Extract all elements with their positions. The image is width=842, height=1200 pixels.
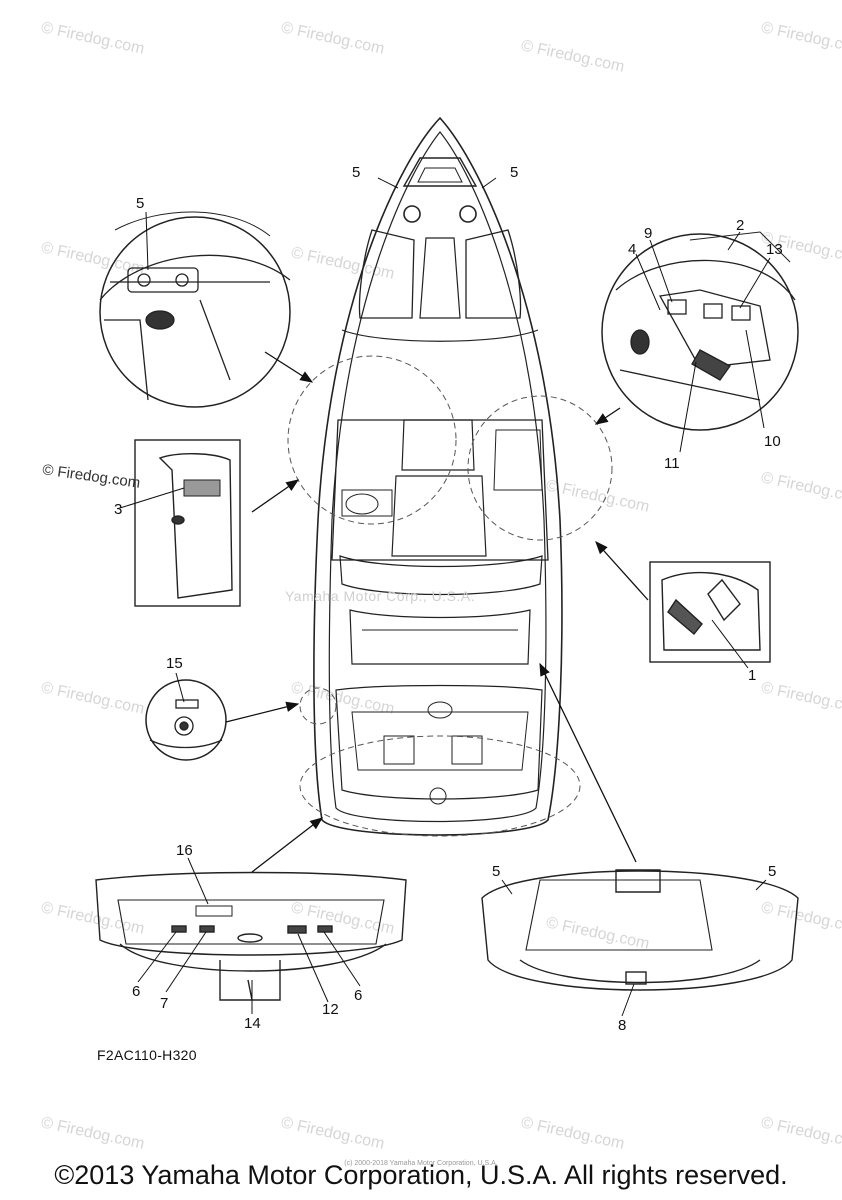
callout-5-stern-left: 5 — [492, 863, 501, 880]
callout-7: 7 — [160, 995, 169, 1012]
callout-5-bow-left: 5 — [352, 164, 361, 181]
callout-13: 13 — [766, 241, 783, 258]
inset-stern-storage — [481, 869, 799, 991]
callout-5-stern-right: 5 — [768, 863, 777, 880]
callout-4: 4 — [628, 241, 637, 258]
callout-9: 9 — [644, 225, 653, 242]
center-watermark: Yamaha Motor Corp., U.S.A. — [285, 588, 476, 604]
hull-top-view — [313, 116, 563, 836]
callout-5-console: 5 — [136, 195, 145, 212]
callout-15: 15 — [166, 655, 183, 672]
callout-10: 10 — [764, 433, 781, 450]
inset-console — [99, 211, 291, 408]
callout-16: 16 — [176, 842, 193, 859]
callout-6-left: 6 — [132, 983, 141, 1000]
callout-6-right: 6 — [354, 987, 363, 1004]
callout-3: 3 — [114, 501, 123, 518]
callout-11: 11 — [664, 455, 680, 472]
inset-panel — [134, 439, 241, 607]
callout-12: 12 — [322, 1001, 339, 1018]
callout-8: 8 — [618, 1017, 627, 1034]
inset-transom — [95, 871, 407, 1001]
inset-drain-plug — [145, 679, 227, 761]
diagram-code: F2AC110-H320 — [97, 1047, 197, 1063]
callout-5-bow-right: 5 — [510, 164, 519, 181]
callout-2: 2 — [736, 217, 745, 234]
inset-glovebox — [601, 231, 799, 431]
callout-14: 14 — [244, 1015, 261, 1032]
tiny-copyright: (c) 2000-2018 Yamaha Motor Corporation, … — [344, 1160, 498, 1167]
callout-1: 1 — [748, 667, 757, 684]
copyright-footer: ©2013 Yamaha Motor Corporation, U.S.A. A… — [54, 1160, 788, 1190]
inset-latch — [649, 561, 771, 663]
